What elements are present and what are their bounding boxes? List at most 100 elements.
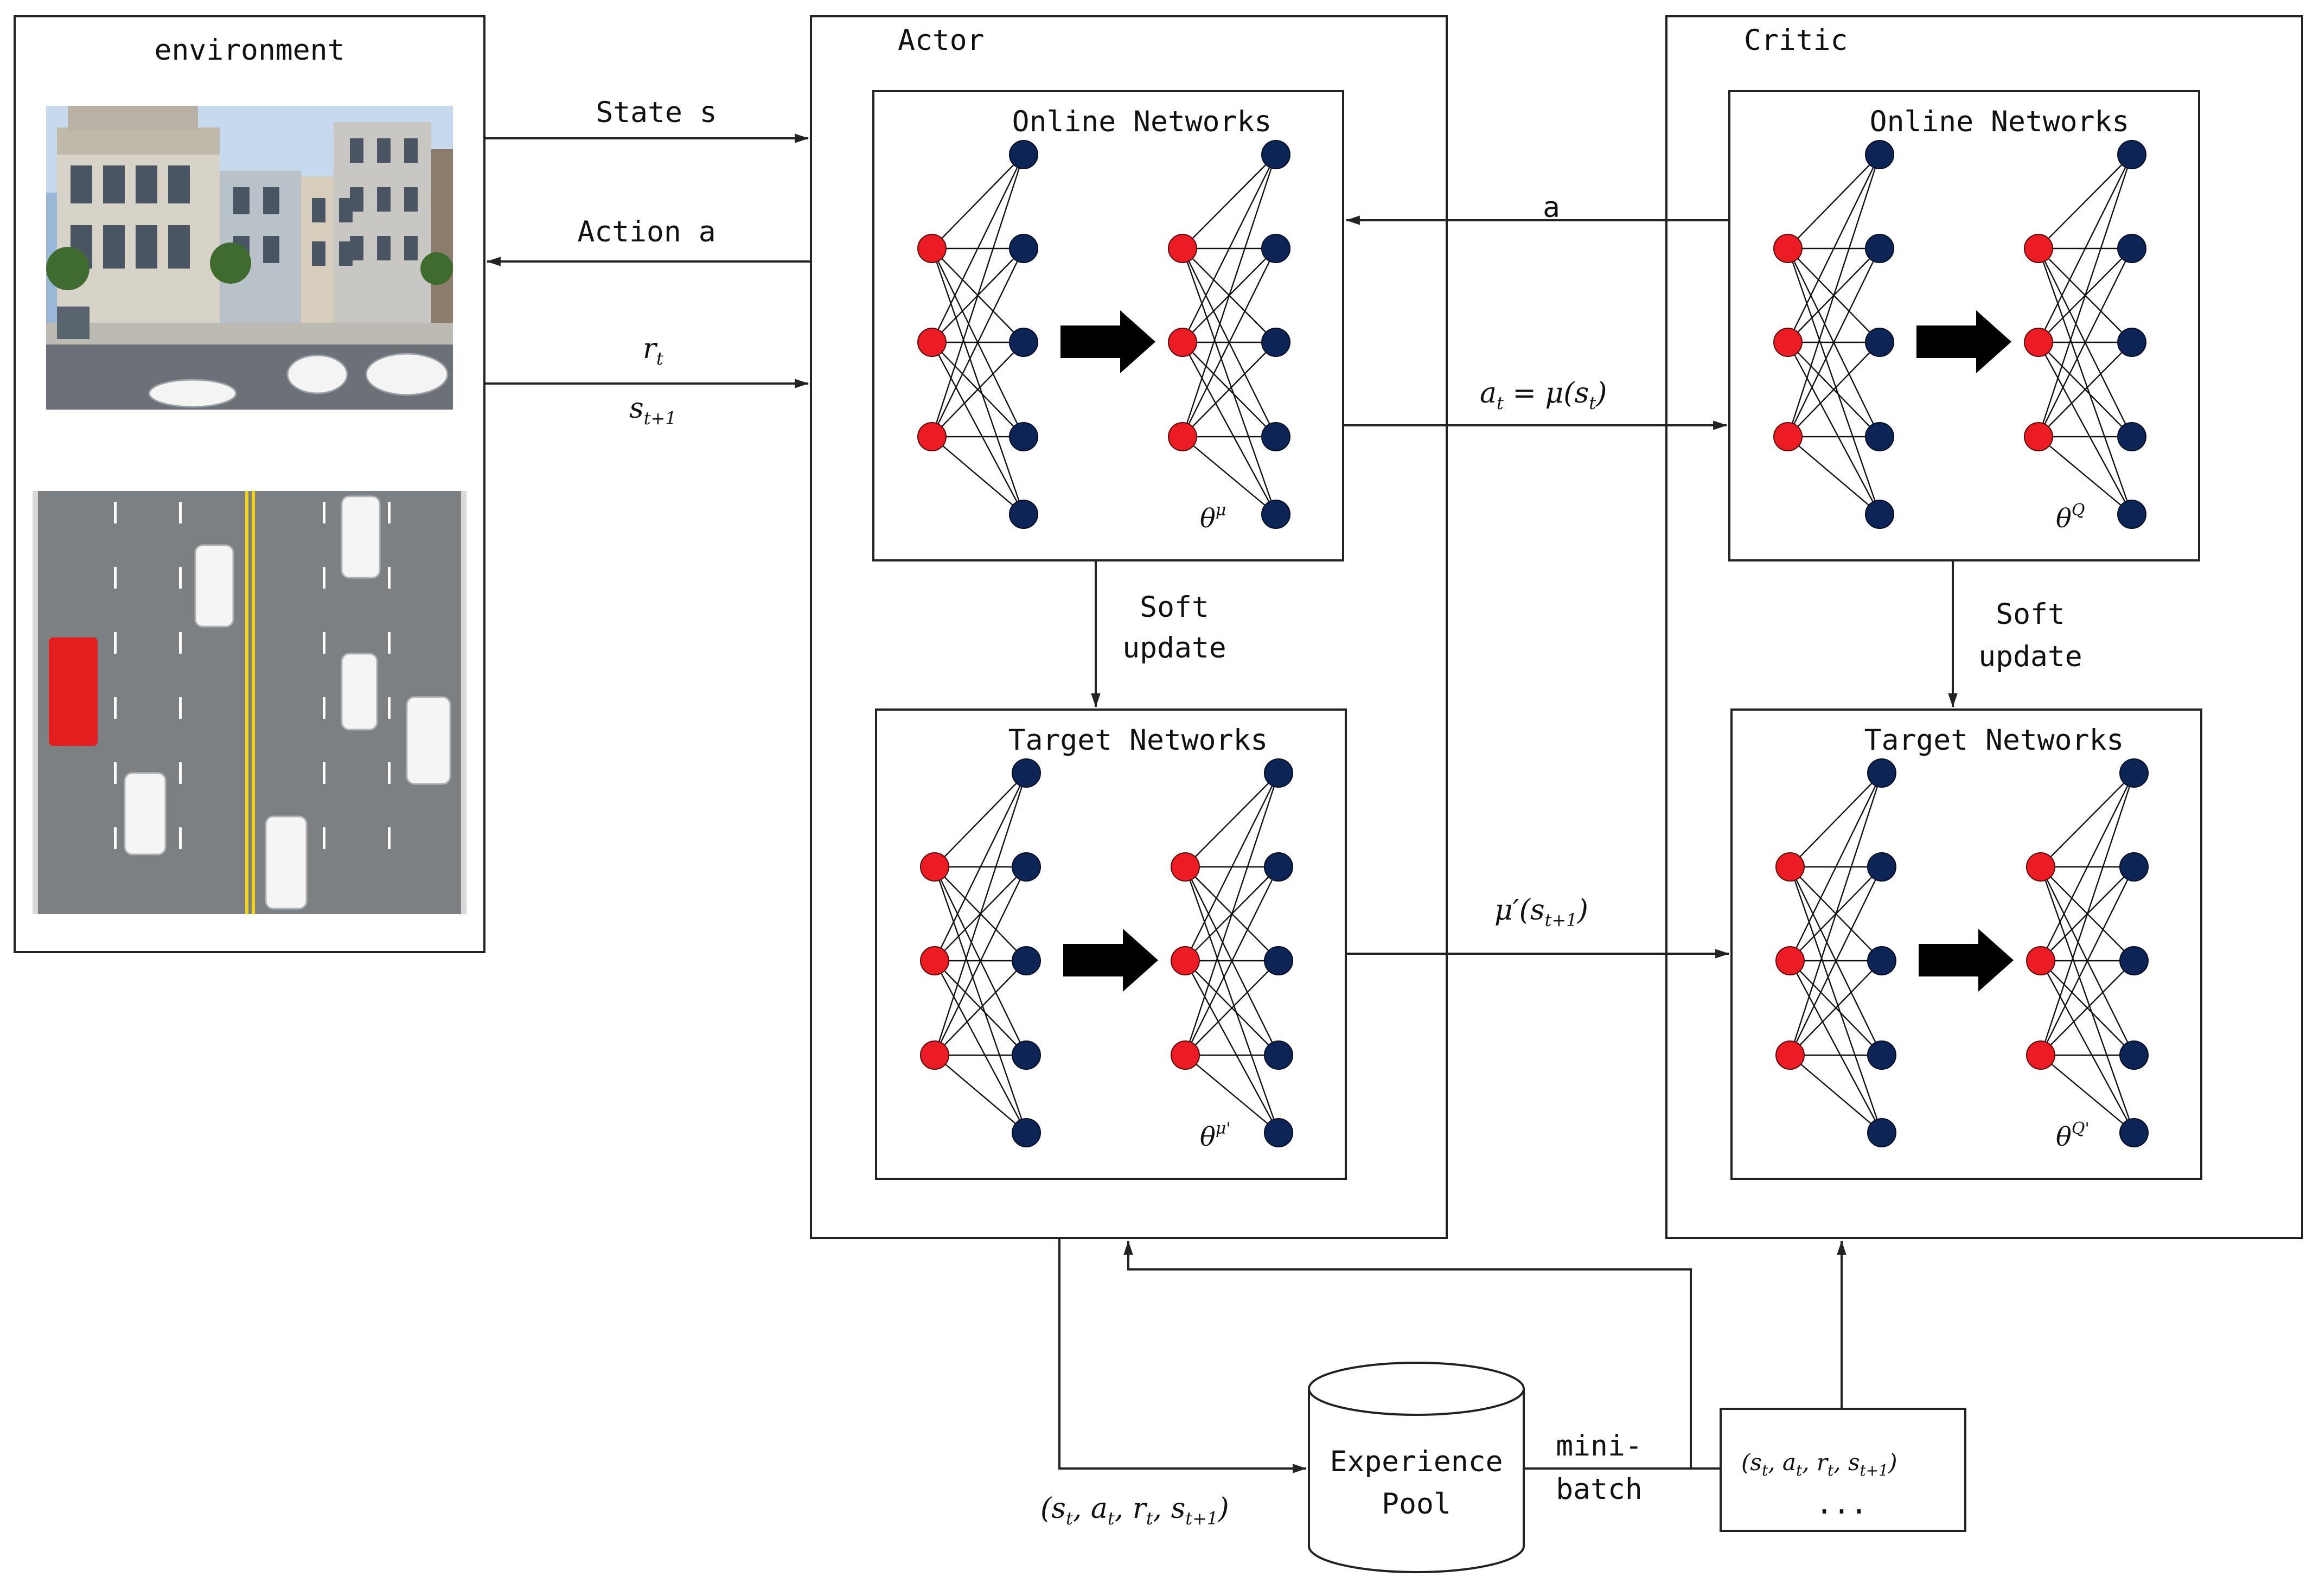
input-node <box>2024 422 2053 451</box>
network-edge <box>931 436 1024 515</box>
network-edge <box>1182 154 1276 249</box>
network-edge <box>934 960 1027 1133</box>
output-node <box>1261 234 1290 263</box>
input-node <box>917 328 947 357</box>
network-edge <box>931 154 1025 343</box>
minibatch-line2: batch <box>1556 1473 1643 1506</box>
network-edge <box>1787 342 1880 437</box>
state-label: State s <box>596 96 717 129</box>
output-node <box>1261 422 1290 451</box>
network-edge <box>2040 773 2135 867</box>
network-edge <box>2038 154 2132 249</box>
network-edge <box>2040 960 2135 1056</box>
experience-pool-line2: Pool <box>1382 1488 1451 1521</box>
input-node <box>1773 328 1803 357</box>
network-edge <box>2038 436 2132 515</box>
network-edge <box>931 248 1025 515</box>
svg-text:st+1: st+1 <box>629 392 676 429</box>
output-node <box>2119 758 2149 788</box>
network-edge <box>1787 342 1881 515</box>
network-edge <box>2040 773 2135 961</box>
network-edge <box>1185 1055 1279 1133</box>
input-node <box>1775 1040 1805 1070</box>
minibatch-line1: mini- <box>1556 1429 1643 1463</box>
network-edge <box>931 342 1025 515</box>
svg-text:rt: rt <box>643 333 663 369</box>
road-topview-image <box>31 490 468 915</box>
target-actor-to-critic-label: μ′(st+1) <box>1494 894 1588 930</box>
output-node <box>1261 328 1290 357</box>
network-edge <box>1790 773 1882 867</box>
actor-title: Actor <box>898 24 985 57</box>
output-node <box>1261 140 1290 169</box>
critic-target-right-layer <box>2026 758 2149 1147</box>
actor-target-network-graph <box>920 758 1293 1147</box>
network-edge <box>1789 773 1883 961</box>
network-edge <box>1787 154 1881 437</box>
input-node <box>2026 946 2055 975</box>
street-scene-image <box>45 105 454 411</box>
network-edge <box>1789 866 1883 1056</box>
output-node <box>1867 1040 1896 1070</box>
critic-to-actor-label: a <box>1543 191 1560 224</box>
network-edge <box>934 866 1027 1133</box>
input-node <box>1168 422 1197 451</box>
input-node <box>2026 1040 2055 1070</box>
network-edge <box>934 773 1027 1056</box>
critic-online-network-graph <box>1773 140 2146 529</box>
actor-to-critic-label: at = μ(st) <box>1480 377 1607 413</box>
output-node <box>2117 328 2146 357</box>
network-graphs <box>917 140 2149 1147</box>
critic-target-title: Target Networks <box>1864 724 2124 757</box>
network-edge <box>2037 248 2133 515</box>
reward-label: rt <box>643 333 663 369</box>
network-edge <box>2040 960 2135 1133</box>
network-edge <box>1182 342 1276 437</box>
output-node <box>1264 946 1293 975</box>
input-node <box>2024 234 2053 263</box>
output-node <box>1264 1040 1293 1070</box>
network-edge <box>2040 866 2135 1133</box>
critic-target-network-graph <box>1775 758 2149 1147</box>
input-node <box>1773 422 1803 451</box>
experience-pool-cylinder: Experience Pool <box>1308 1362 1525 1573</box>
minibatch-box <box>1720 1408 1966 1532</box>
output-node <box>1264 758 1293 788</box>
network-edge <box>934 1055 1027 1133</box>
network-edge <box>1790 960 1882 1056</box>
network-edge <box>1789 866 1883 1133</box>
actor-online-left-layer <box>917 140 1038 529</box>
input-node <box>1773 234 1803 263</box>
output-node <box>1865 234 1894 263</box>
input-node <box>2026 852 2055 882</box>
output-node <box>2119 946 2149 975</box>
network-edge <box>1181 248 1277 515</box>
input-node <box>917 234 947 263</box>
network-edge <box>2037 154 2133 437</box>
output-node <box>1865 422 1894 451</box>
output-node <box>1012 946 1041 975</box>
actor-online-network-graph <box>917 140 1290 529</box>
network-edge <box>931 154 1025 437</box>
network-edge <box>1787 436 1880 515</box>
input-node <box>1168 328 1197 357</box>
actor-target-title: Target Networks <box>1008 724 1268 757</box>
network-edge <box>1182 436 1276 515</box>
output-node <box>2117 500 2146 529</box>
output-node <box>1264 1118 1293 1147</box>
output-node <box>1261 500 1290 529</box>
update-arrow-icon <box>1916 310 2011 373</box>
output-node <box>1867 946 1896 975</box>
network-edge <box>1184 773 1280 961</box>
network-edge <box>1181 154 1277 437</box>
output-node <box>2117 234 2146 263</box>
output-node <box>2119 1040 2149 1070</box>
critic-online-right-layer <box>2024 140 2146 529</box>
input-node <box>1168 234 1197 263</box>
output-node <box>1865 140 1894 169</box>
update-arrow-icon <box>1060 310 1155 373</box>
network-edge <box>2038 342 2132 437</box>
svg-text:θμ': θμ' <box>1200 1119 1231 1152</box>
input-node <box>917 422 947 451</box>
